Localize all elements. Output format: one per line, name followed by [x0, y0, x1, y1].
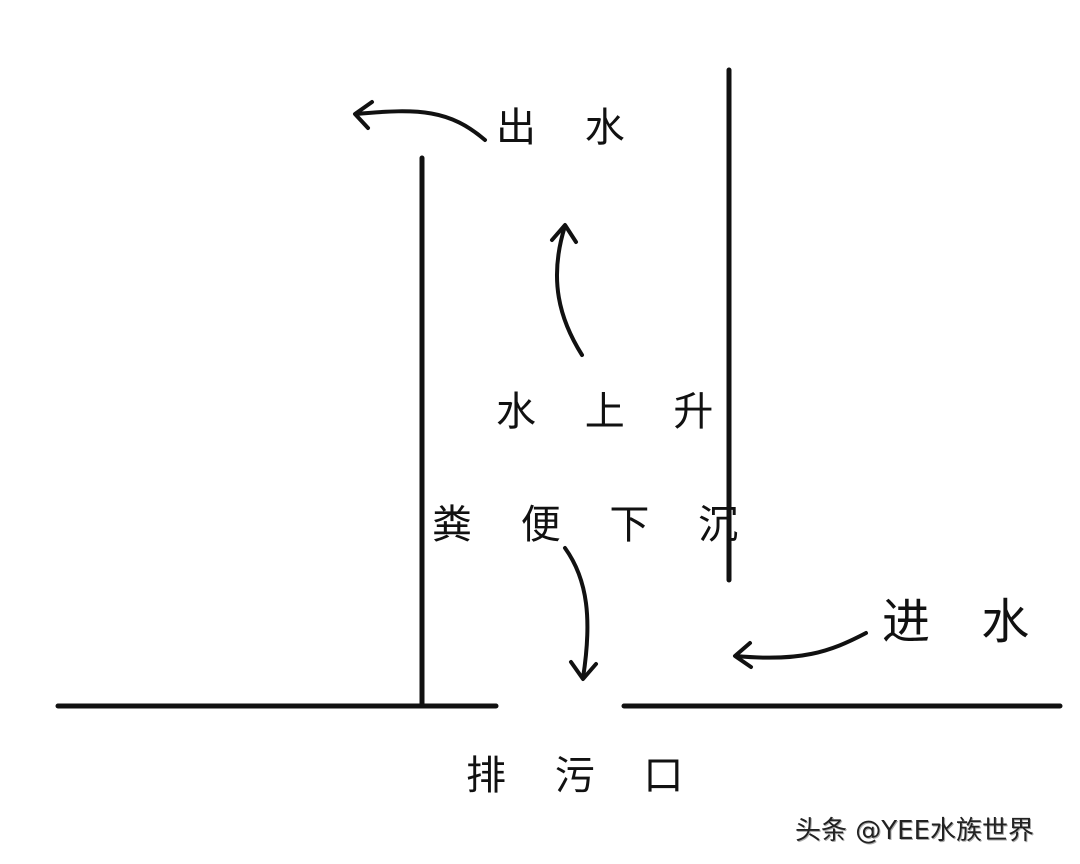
settle-arrow-icon: [563, 546, 598, 681]
outflow-arrow-icon: [353, 100, 487, 142]
rise-arrow-icon: [550, 223, 584, 357]
label-water-rises: 水 上 升: [496, 389, 732, 435]
label-feces-settle: 粪 便 下 沉: [432, 502, 757, 548]
label-water-out: 出 水: [496, 105, 643, 151]
label-water-in: 进 水: [882, 594, 1048, 650]
watermark: 头条 @YEE水族世界: [795, 816, 1035, 846]
label-drain-outlet: 排 污 口: [466, 753, 702, 799]
inflow-arrow-icon: [733, 631, 868, 669]
